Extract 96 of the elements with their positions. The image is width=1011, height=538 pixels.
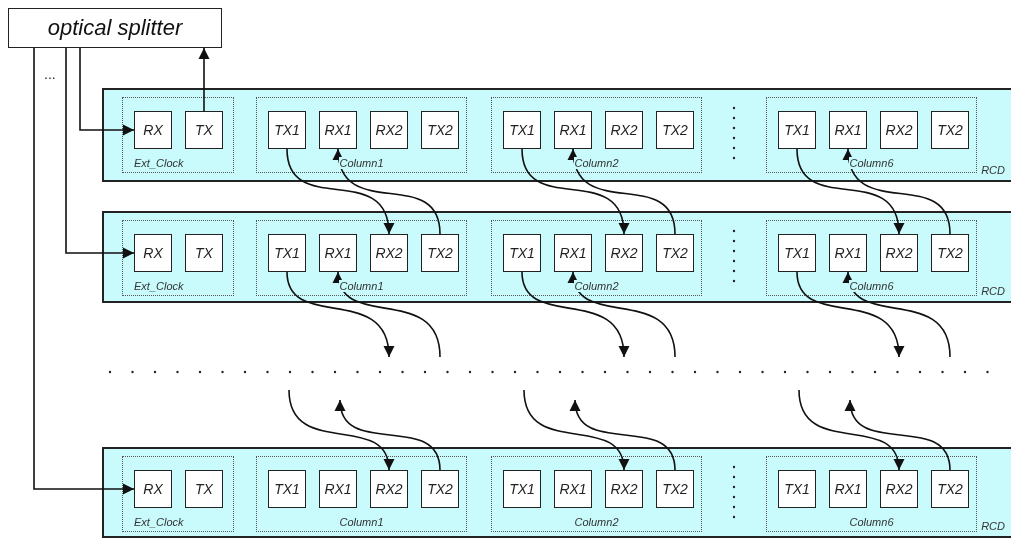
arrow: [796, 271, 904, 358]
port-box: RX2: [370, 234, 408, 272]
panel-label: RCD: [980, 520, 1006, 532]
splitter-box: optical splitter: [8, 8, 222, 48]
arrow: [79, 47, 135, 136]
arrow: [798, 389, 903, 471]
arrow: [569, 271, 676, 358]
port-box: TX2: [931, 470, 969, 508]
port-box: RX2: [880, 111, 918, 149]
port-box: RX1: [554, 111, 592, 149]
port-box: RX1: [554, 234, 592, 272]
ellipsis-label: ...: [44, 66, 56, 82]
arrow: [796, 148, 904, 235]
module-panel: [102, 88, 1011, 182]
group-label: Column2: [573, 157, 620, 169]
port-box: RX2: [880, 234, 918, 272]
group-label: Column1: [338, 516, 385, 528]
dotted-group-frame: [766, 97, 977, 173]
dotted-group-frame: [491, 456, 702, 532]
group-label: Column6: [848, 516, 895, 528]
arrow: [286, 271, 394, 358]
port-box: RX1: [829, 470, 867, 508]
port-box: RX1: [319, 111, 357, 149]
port-box: TX2: [421, 111, 459, 149]
group-label: Ext_Clock: [133, 516, 185, 528]
port-box: TX1: [268, 470, 306, 508]
group-label: Column2: [573, 280, 620, 292]
module-panel: [102, 447, 1011, 538]
dotted-group-frame: [256, 220, 467, 296]
arrow: [521, 271, 629, 358]
dotted-group-frame: [766, 456, 977, 532]
dotted-group-frame: [491, 220, 702, 296]
port-box: RX: [134, 234, 172, 272]
dotted-group-frame: [256, 456, 467, 532]
port-box: RX1: [554, 470, 592, 508]
dotted-group-frame: [122, 97, 234, 173]
port-box: RX1: [829, 234, 867, 272]
arrow: [523, 389, 628, 471]
panel-label: RCD: [980, 164, 1006, 176]
port-box: RX2: [605, 111, 643, 149]
module-panel: [102, 211, 1011, 303]
arrow: [33, 47, 135, 495]
port-box: TX1: [503, 470, 541, 508]
arrow: [65, 47, 135, 259]
arrow: [844, 271, 951, 358]
port-box: TX1: [778, 470, 816, 508]
port-box: RX2: [605, 234, 643, 272]
group-label: Column2: [573, 516, 620, 528]
arrow: [334, 271, 441, 358]
group-label: Column6: [848, 280, 895, 292]
dotted-group-frame: [766, 220, 977, 296]
group-label: Column1: [338, 157, 385, 169]
port-box: TX1: [268, 234, 306, 272]
port-box: RX2: [370, 111, 408, 149]
port-box: RX1: [319, 234, 357, 272]
arrow: [846, 399, 951, 471]
port-box: RX2: [605, 470, 643, 508]
port-box: RX: [134, 470, 172, 508]
arrow: [521, 148, 629, 235]
port-box: TX: [185, 111, 223, 149]
arrow: [286, 148, 394, 235]
port-box: TX2: [421, 234, 459, 272]
port-box: TX1: [778, 234, 816, 272]
dotted-group-frame: [122, 456, 234, 532]
arrow: [333, 148, 441, 235]
panel-label: RCD: [980, 285, 1006, 297]
port-box: TX1: [268, 111, 306, 149]
dotted-group-frame: [122, 220, 234, 296]
group-label: Ext_Clock: [133, 280, 185, 292]
port-box: TX2: [656, 111, 694, 149]
port-box: RX1: [319, 470, 357, 508]
arrow: [843, 148, 951, 235]
port-box: TX2: [656, 470, 694, 508]
port-box: TX: [185, 470, 223, 508]
dotted-group-frame: [256, 97, 467, 173]
group-label: Column6: [848, 157, 895, 169]
port-box: TX1: [778, 111, 816, 149]
arrow: [288, 389, 393, 471]
group-label: Column1: [338, 280, 385, 292]
port-box: TX2: [931, 234, 969, 272]
port-box: RX: [134, 111, 172, 149]
port-box: RX2: [880, 470, 918, 508]
arrow: [571, 399, 676, 471]
group-label: Ext_Clock: [133, 157, 185, 169]
port-box: TX2: [421, 470, 459, 508]
dotted-group-frame: [491, 97, 702, 173]
port-box: RX1: [829, 111, 867, 149]
port-box: TX: [185, 234, 223, 272]
port-box: TX1: [503, 234, 541, 272]
arrow: [336, 399, 441, 471]
arrow: [568, 148, 676, 235]
arrow: [198, 47, 210, 112]
port-box: TX1: [503, 111, 541, 149]
port-box: TX2: [931, 111, 969, 149]
port-box: RX2: [370, 470, 408, 508]
port-box: TX2: [656, 234, 694, 272]
